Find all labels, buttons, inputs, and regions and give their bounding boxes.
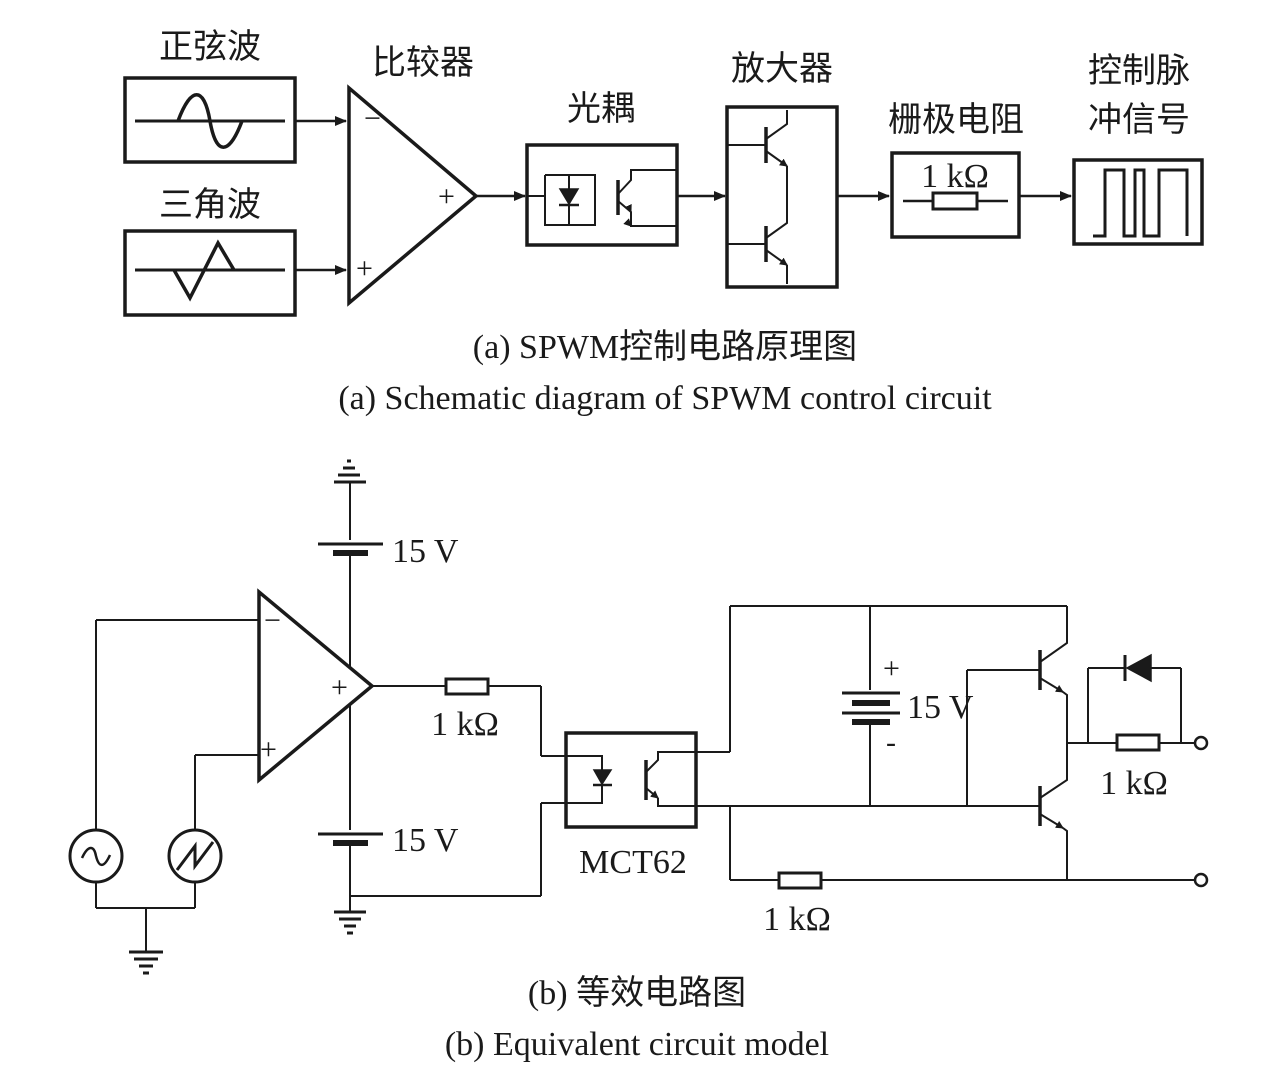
- sine-source-icon: [68, 828, 124, 884]
- supply-top-icon: [318, 542, 383, 556]
- sine-wave-icon: [176, 93, 244, 149]
- comparator-triangle: [347, 84, 479, 307]
- ground-top-icon: [334, 459, 366, 484]
- ground-left-icon: [129, 950, 163, 975]
- upper-transistor-icon: [1038, 606, 1068, 743]
- op-amp-triangle: [257, 588, 375, 784]
- op-amp-plus-sign: +: [260, 733, 277, 766]
- triangle-wave-block: [123, 229, 297, 317]
- pulse-signal-label-line2: 冲信号: [1088, 100, 1190, 140]
- battery-plus-sign: +: [883, 652, 900, 685]
- equivalent-circuit-b: 15 V 15 V − + +: [68, 459, 1209, 1063]
- sine-wave-block: [123, 76, 297, 164]
- caption-b-english: (b) Equivalent circuit model: [445, 1026, 829, 1063]
- comparator-output-plus-sign: +: [438, 180, 455, 213]
- battery-icon: [842, 691, 900, 725]
- output-terminal-top: [1193, 735, 1209, 751]
- mct62-label: MCT62: [579, 844, 687, 881]
- caption-a-english: (a) Schematic diagram of SPWM control ci…: [338, 380, 992, 417]
- triangle-wave-label: 三角波: [159, 185, 261, 225]
- lower-transistor-icon: [1038, 743, 1068, 880]
- led-icon: [558, 188, 580, 206]
- comparator-plus-sign: +: [356, 252, 373, 285]
- input-resistor-icon: [444, 677, 490, 696]
- resistor-icon: [931, 191, 979, 211]
- output-resistor-label: 1 kΩ: [1100, 765, 1168, 802]
- gate-resistor-label: 栅极电阻: [888, 100, 1024, 140]
- mct62-optocoupler: [564, 731, 698, 829]
- sawtooth-source-icon: [167, 828, 223, 884]
- pulse-signal-block: [1072, 158, 1204, 246]
- amplifier-label: 放大器: [731, 49, 833, 89]
- pulse-signal-label-line1: 控制脉: [1088, 51, 1190, 91]
- schematic-diagram-a: 正弦波 三角波 − + + 比较器 光耦: [123, 27, 1204, 417]
- caption-b-chinese: (b) 等效电路图: [528, 974, 746, 1012]
- bottom-resistor-label: 1 kΩ: [763, 901, 831, 938]
- output-terminal-bottom: [1193, 872, 1209, 888]
- battery-minus-sign: -: [886, 726, 896, 759]
- battery-label: 15 V: [907, 689, 974, 726]
- triangle-wave-icon: [172, 239, 236, 302]
- output-resistor-icon: [1115, 733, 1161, 752]
- comparator-minus-sign: −: [364, 102, 381, 135]
- comparator-label: 比较器: [372, 43, 474, 83]
- output-diode-icon: [1123, 653, 1152, 683]
- optocoupler-block: [525, 143, 679, 247]
- amplifier-block: [725, 105, 839, 289]
- sine-wave-label: 正弦波: [159, 27, 261, 67]
- ground-center-icon: [334, 910, 366, 935]
- caption-a-chinese: (a) SPWM控制电路原理图: [473, 328, 857, 366]
- gate-resistor-value: 1 kΩ: [921, 158, 989, 195]
- input-resistor-label: 1 kΩ: [431, 706, 499, 743]
- op-amp-minus-sign: −: [264, 604, 281, 637]
- op-amp-output-plus-sign: +: [331, 671, 348, 704]
- pulse-wave-icon: [1093, 168, 1189, 238]
- supply-bottom-icon: [318, 832, 383, 846]
- supply-top-label: 15 V: [392, 533, 459, 570]
- bottom-resistor-icon: [777, 871, 823, 890]
- mct62-led-icon: [592, 769, 613, 786]
- optocoupler-label: 光耦: [567, 89, 635, 129]
- supply-bottom-label: 15 V: [392, 822, 459, 859]
